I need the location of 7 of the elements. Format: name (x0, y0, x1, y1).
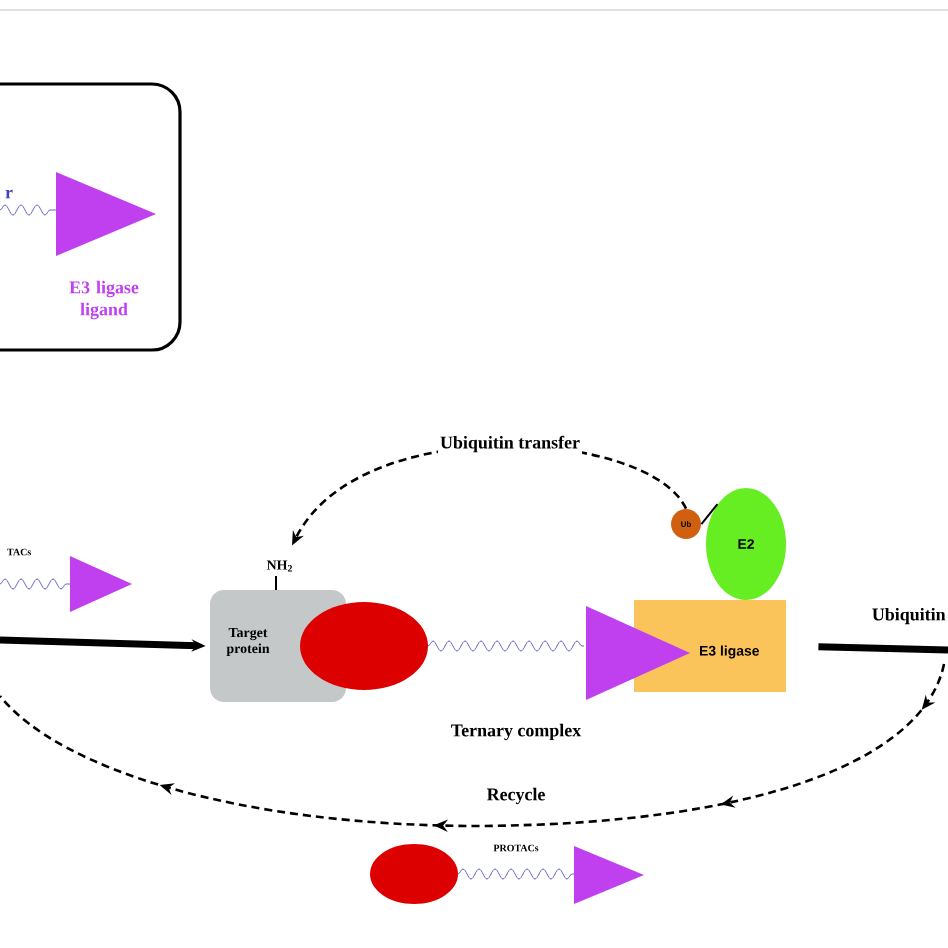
edge-label: Ubiquitin transfer (440, 435, 580, 453)
edge-label: Ubiquitin (872, 607, 946, 625)
tether-line (700, 503, 719, 525)
legend-box: r E3 ligase ligand (0, 82, 182, 352)
recycle-label: Recycle (486, 787, 545, 805)
line (818, 643, 948, 654)
complex-label: Ternary complex (451, 723, 582, 741)
